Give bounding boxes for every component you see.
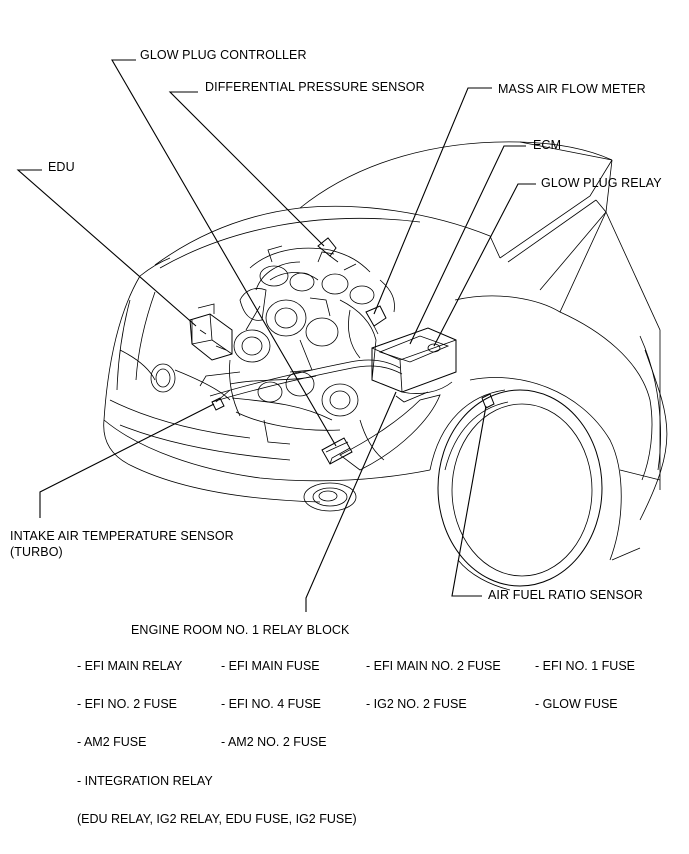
- relay-block-item: - AM2 FUSE: [77, 735, 147, 749]
- leader-air-fuel-ratio-sensor: [451, 405, 487, 597]
- mass-air-flow-meter-part: [365, 305, 387, 335]
- leader-mass-air-flow-meter: [373, 87, 492, 315]
- engine-assembly: [199, 245, 403, 461]
- vehicle-engine-bay-illustration: [16, 59, 668, 612]
- relay-block-item: - AM2 NO. 2 FUSE: [221, 735, 327, 749]
- relay-block-item-note: (EDU RELAY, IG2 RELAY, EDU FUSE, IG2 FUS…: [77, 812, 357, 826]
- relay-block-item: - GLOW FUSE: [535, 697, 618, 711]
- label-ecm: ECM: [533, 138, 562, 152]
- relay-block-item: - EFI NO. 4 FUSE: [221, 697, 322, 711]
- relay-block-item: - IG2 NO. 2 FUSE: [366, 697, 467, 711]
- air-fuel-ratio-sensor-part: [481, 393, 495, 409]
- glow-plug-controller-part: [321, 437, 353, 465]
- edu-module: [189, 303, 233, 361]
- label-glow-plug-relay: GLOW PLUG RELAY: [541, 176, 662, 190]
- differential-pressure-sensor-part: [317, 237, 339, 263]
- car-body-outline: [103, 141, 668, 591]
- leader-ecm: [409, 145, 526, 345]
- label-glow-plug-controller: GLOW PLUG CONTROLLER: [140, 48, 307, 62]
- label-differential-pressure-sensor: DIFFERENTIAL PRESSURE SENSOR: [205, 80, 425, 94]
- label-engine-room-relay-block: ENGINE ROOM NO. 1 RELAY BLOCK: [131, 623, 350, 637]
- label-edu: EDU: [48, 160, 75, 174]
- leader-differential-pressure-sensor: [168, 91, 325, 247]
- relay-block-item: - EFI MAIN NO. 2 FUSE: [366, 659, 501, 673]
- label-intake-air-temperature-sensor: INTAKE AIR TEMPERATURE SENSOR: [10, 529, 234, 543]
- relay-block-item: - INTEGRATION RELAY: [77, 774, 213, 788]
- leader-glow-plug-controller: [111, 59, 337, 447]
- leader-intake-air-temperature-sensor: [39, 403, 215, 518]
- intake-air-temp-sensor-part: [211, 397, 225, 411]
- label-air-fuel-ratio-sensor: AIR FUEL RATIO SENSOR: [488, 588, 643, 602]
- leader-lines: [16, 59, 536, 612]
- relay-block-item: - EFI MAIN RELAY: [77, 659, 183, 673]
- leader-glow-plug-relay: [433, 183, 536, 347]
- leader-edu: [16, 169, 197, 327]
- leader-engine-room-relay-block: [305, 391, 397, 612]
- ecm-and-relay-block: [371, 327, 457, 403]
- label-intake-air-temperature-sensor-note: (TURBO): [10, 545, 63, 559]
- relay-block-item: - EFI MAIN FUSE: [221, 659, 320, 673]
- relay-block-item: - EFI NO. 1 FUSE: [535, 659, 636, 673]
- label-mass-air-flow-meter: MASS AIR FLOW METER: [498, 82, 646, 96]
- relay-block-item: - EFI NO. 2 FUSE: [77, 697, 178, 711]
